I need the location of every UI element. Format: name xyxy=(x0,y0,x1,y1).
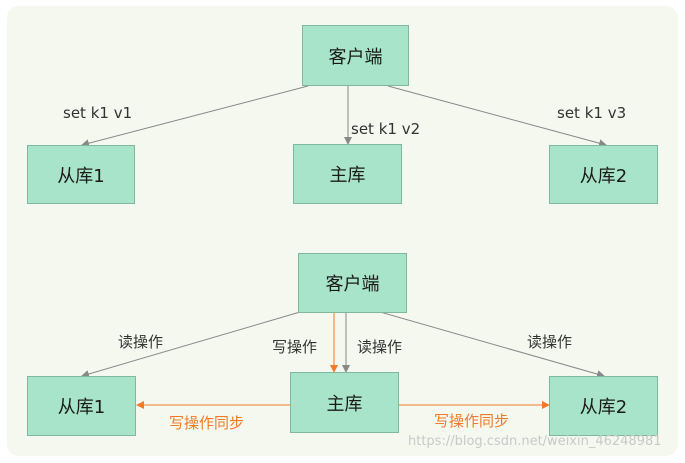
label-write: 写操作 xyxy=(272,338,318,356)
master-node-bottom: 主库 xyxy=(290,372,399,433)
label-set-k1-v1: set k1 v1 xyxy=(63,104,133,122)
label-set-k1-v2: set k1 v2 xyxy=(351,120,421,138)
arrow-client-to-replica1-top xyxy=(81,85,309,148)
watermark-url: https://blog.csdn.net/weixin_46248981 xyxy=(408,434,662,449)
replica1-node-top: 从库1 xyxy=(27,145,135,204)
label-set-k1-v3: set k1 v3 xyxy=(557,104,627,122)
label-sync-left: 写操作同步 xyxy=(169,414,245,432)
client-node-bottom: 客户端 xyxy=(298,253,407,313)
replica2-node-top: 从库2 xyxy=(549,145,658,204)
client-node-top: 客户端 xyxy=(302,25,409,86)
arrow-client-to-replica2-top xyxy=(387,85,607,148)
label-read-center: 读操作 xyxy=(357,338,403,356)
label-read-left: 读操作 xyxy=(118,333,164,351)
master-node-top: 主库 xyxy=(293,144,402,204)
label-sync-right: 写操作同步 xyxy=(434,412,510,430)
label-read-right: 读操作 xyxy=(527,333,573,351)
replica2-node-bottom: 从库2 xyxy=(549,376,658,436)
arrow-client-to-replica2-read xyxy=(379,311,605,378)
arrow-client-to-replica1-read xyxy=(81,311,301,378)
replica1-node-bottom: 从库1 xyxy=(27,376,136,436)
